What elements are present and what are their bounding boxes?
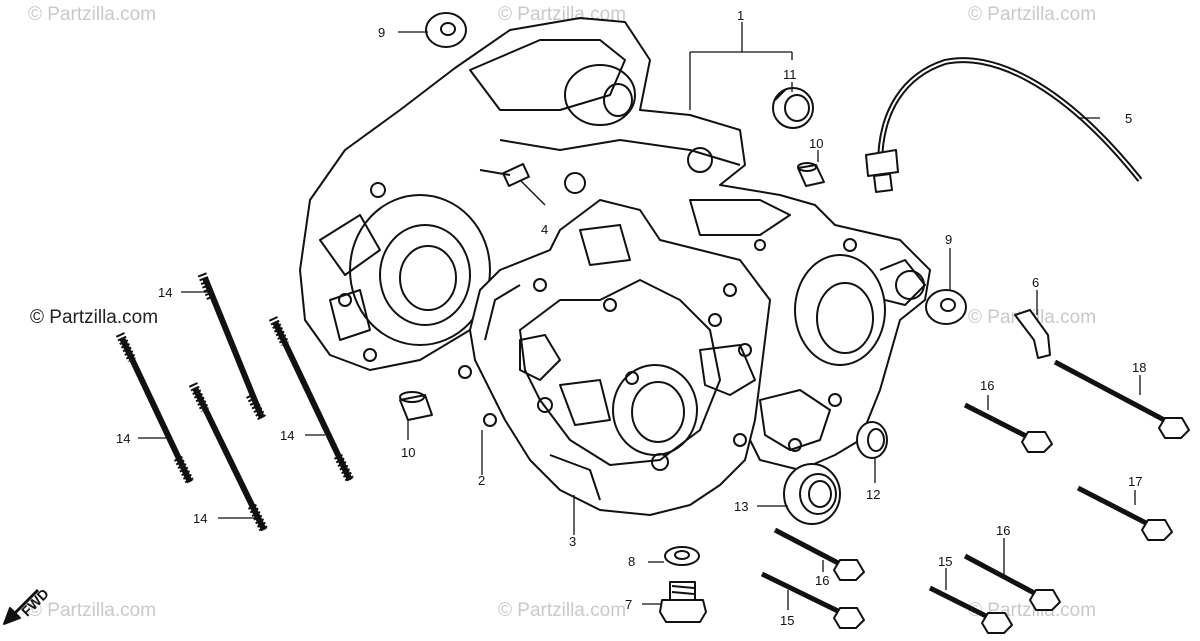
callout-10-top: 10 (809, 136, 823, 151)
dowel-pin-10-top (797, 162, 825, 187)
callout-2: 2 (478, 473, 485, 488)
callout-13: 13 (734, 499, 748, 514)
watermark-top-left: © Partzilla.com (28, 4, 157, 25)
callout-1: 1 (737, 8, 744, 23)
callout-14-b: 14 (116, 431, 130, 446)
bolt-15-b (928, 585, 1013, 634)
callout-9-right: 9 (945, 232, 952, 247)
callout-16-a: 16 (980, 378, 994, 393)
callout-14-d: 14 (193, 511, 207, 526)
callout-17: 17 (1128, 474, 1142, 489)
callout-11: 11 (783, 67, 797, 82)
crankcase-right-half (299, 17, 931, 471)
callout-8: 8 (628, 554, 635, 569)
callout-9-top: 9 (378, 25, 385, 40)
watermark-bottom-center: © Partzilla.com (498, 600, 627, 621)
watermark-top-right: © Partzilla.com (968, 4, 1097, 25)
washer-9-right (925, 289, 967, 325)
callout-15-b: 15 (938, 554, 952, 569)
bolt-16-b (773, 527, 865, 581)
callout-15-a: 15 (780, 613, 794, 628)
washer-8 (664, 546, 700, 566)
bracket-6 (1014, 309, 1051, 359)
bolt-16-c (963, 553, 1061, 611)
callout-12: 12 (866, 487, 880, 502)
callout-7: 7 (625, 597, 632, 612)
callout-18: 18 (1132, 360, 1146, 375)
stud-14-b (115, 332, 195, 485)
callout-10-left: 10 (401, 445, 415, 460)
watermark-mid-left: © Partzilla.com (30, 307, 159, 328)
callout-4: 4 (541, 222, 548, 237)
breather-fitting (479, 163, 530, 187)
callout-3: 3 (569, 534, 576, 549)
stud-14-c (268, 316, 355, 483)
dowel-pin-10-left (399, 391, 433, 421)
bolt-15-a (760, 571, 865, 629)
oil-seal-13 (783, 463, 841, 525)
bolt-17 (1076, 485, 1173, 541)
callout-14-c: 14 (280, 428, 294, 443)
drain-bolt-7 (659, 581, 707, 623)
callout-16-b: 16 (815, 573, 829, 588)
seal-12 (856, 421, 888, 459)
callouts: 1 2 3 4 5 6 7 8 9 9 10 10 11 12 13 14 14… (116, 8, 1146, 628)
callout-6: 6 (1032, 275, 1039, 290)
leader-lines (138, 22, 1141, 610)
bolt-18 (1053, 359, 1190, 439)
callout-5: 5 (1125, 111, 1132, 126)
stud-14-d (188, 382, 269, 533)
stud-14-a (197, 272, 266, 421)
breather-tube (865, 57, 1143, 193)
fwd-arrow-icon (3, 588, 40, 625)
washer-9-top (425, 12, 467, 48)
bearing-11 (772, 87, 814, 129)
callout-16-c: 16 (996, 523, 1010, 538)
bolt-16-a (963, 402, 1053, 453)
crankcase-left-half (458, 199, 771, 516)
watermark-bottom-left: © Partzilla.com (28, 600, 157, 621)
callout-14-a: 14 (158, 285, 172, 300)
